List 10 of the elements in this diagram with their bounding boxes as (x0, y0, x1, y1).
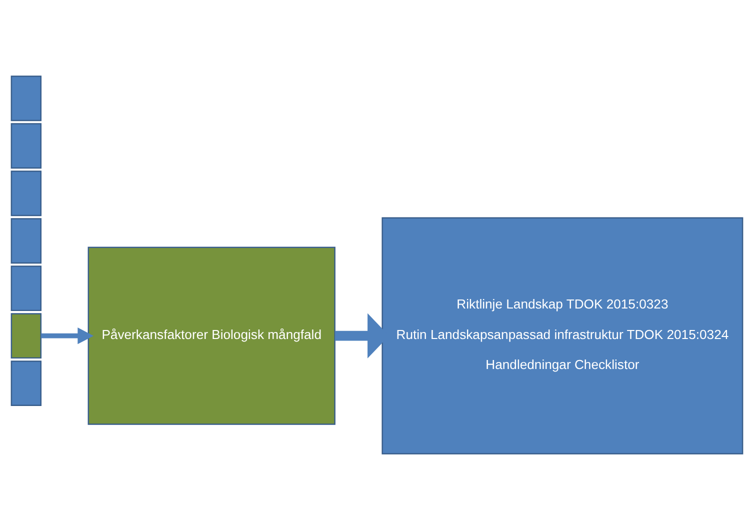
arrow (41, 326, 94, 344)
node-box (10, 122, 42, 168)
node-box (10, 75, 42, 121)
node-box (10, 312, 42, 358)
node-box (10, 170, 42, 216)
node-box (10, 265, 42, 311)
node-box (10, 218, 42, 264)
node-box: Påverkansfaktorer Biologisk mångfald (88, 246, 336, 424)
node-box: Riktlinje Landskap TDOK 2015:0323 Rutin Landskapsanpassad infrastruktur TDOK 2015:0324 Handledningar Checklistor (382, 216, 744, 454)
node-box (10, 360, 42, 406)
